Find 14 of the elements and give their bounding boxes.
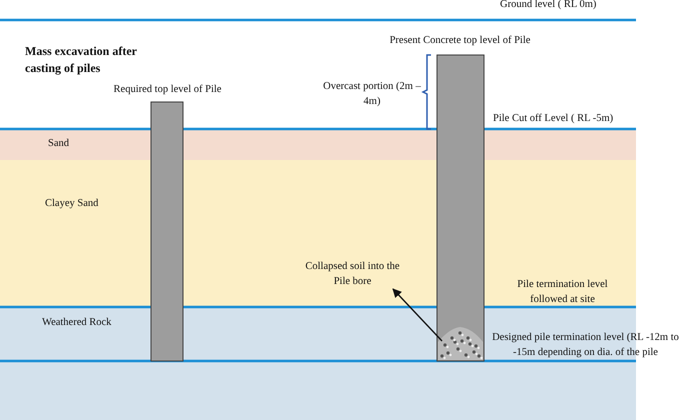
arrow xyxy=(392,288,442,342)
annotation-text: Pile termination level followed at site xyxy=(516,278,609,308)
annotation-text: Pile Cut off Level ( RL -5m) xyxy=(493,112,614,126)
diagram-title: Mass excavation after casting of piles xyxy=(25,43,138,77)
annotation-text: Overcast portion (2m – 4m) xyxy=(322,80,422,110)
callout-text: Collapsed soil into the Pile bore xyxy=(300,259,405,290)
annotation-text: Sand xyxy=(48,137,70,151)
annotation-text: Required top level of Pile xyxy=(112,83,222,97)
collapsed-soil-drawing xyxy=(438,327,483,360)
annotation-text: Weathered Rock xyxy=(42,316,112,330)
annotation-text: Ground level ( RL 0m) xyxy=(500,0,598,12)
annotation-text: Clayey Sand xyxy=(45,197,100,211)
annotation-text: Present Concrete top level of Pile xyxy=(388,34,532,48)
annotation-text: Designed pile termination level (RL -12m to -15m depending on dia. of the pile xyxy=(491,331,680,360)
